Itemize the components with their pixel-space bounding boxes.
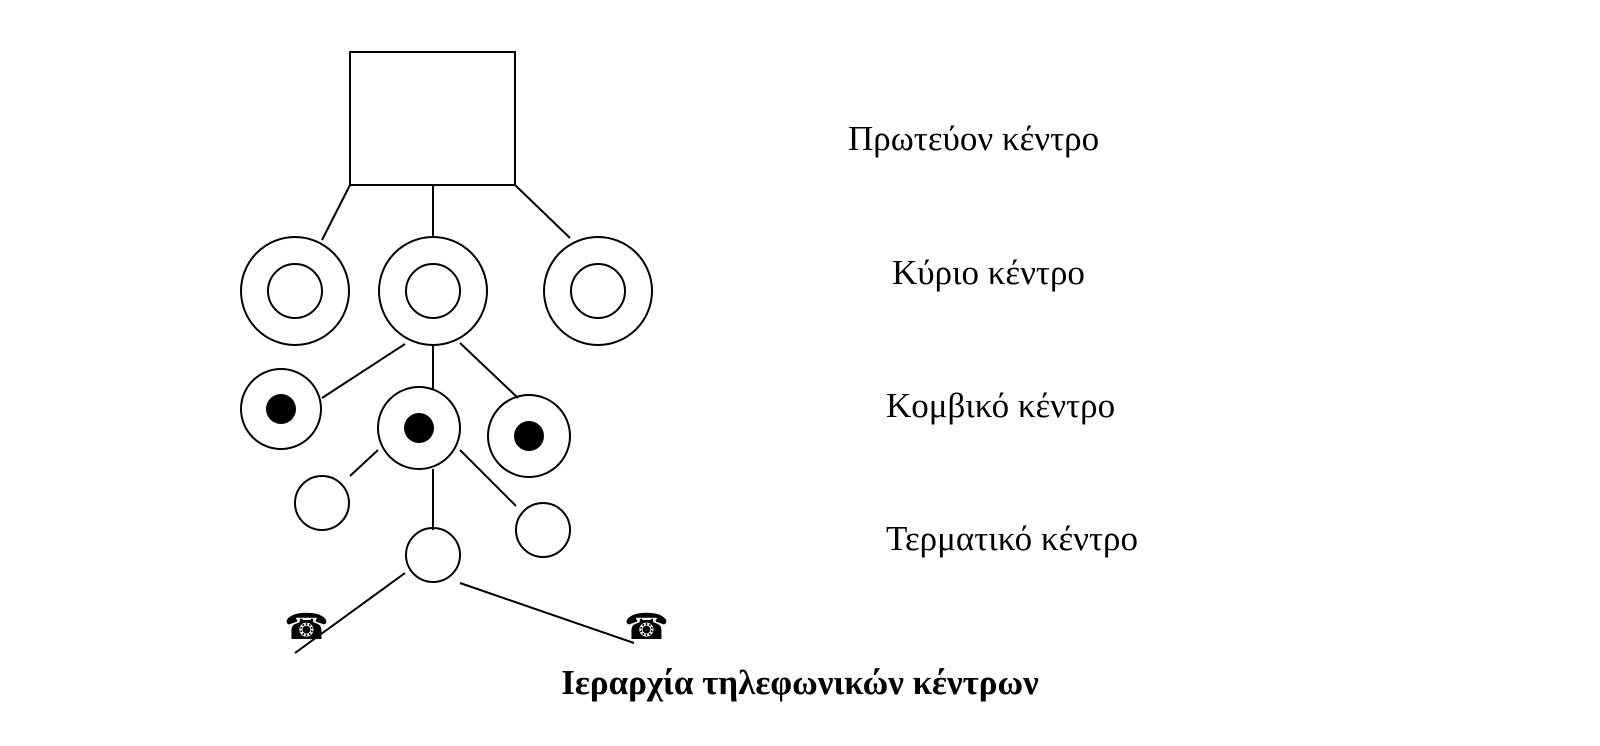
junction-center-left [240, 368, 322, 450]
junction-dot-middle [404, 413, 434, 443]
link-junction-terminal-left [349, 449, 379, 477]
link-main-junction-left [321, 343, 406, 399]
junction-center-middle [377, 386, 461, 470]
link-junction-terminal-right [459, 449, 517, 507]
primary-center-box [349, 51, 516, 186]
label-terminal-center: Τερματικό κέντρο [886, 519, 1139, 558]
terminal-center-middle [405, 527, 461, 583]
link-terminal-phone-right [459, 582, 635, 644]
main-center-left [240, 236, 350, 346]
link-primary-main-left [321, 184, 351, 241]
junction-center-right [487, 394, 571, 478]
main-center-right [543, 236, 653, 346]
telephone-icon: ☎ [624, 607, 669, 648]
junction-dot-right [514, 421, 544, 451]
link-main-junction-right [459, 342, 519, 399]
link-terminal-phone-left [294, 572, 406, 654]
link-primary-main-right [514, 184, 571, 239]
junction-dot-left [266, 394, 296, 424]
main-center-middle [378, 236, 488, 346]
telephone-icon: ☎ [284, 607, 329, 648]
terminal-center-right [515, 502, 571, 558]
label-primary-center: Πρωτεύον κέντρο [848, 119, 1100, 158]
label-main-center: Κύριο κέντρο [892, 253, 1085, 292]
label-junction-center: Κομβικό κέντρο [886, 386, 1116, 425]
figure-caption: Ιεραρχία τηλεφωνικών κέντρων [561, 663, 1039, 702]
terminal-center-left [294, 475, 350, 531]
